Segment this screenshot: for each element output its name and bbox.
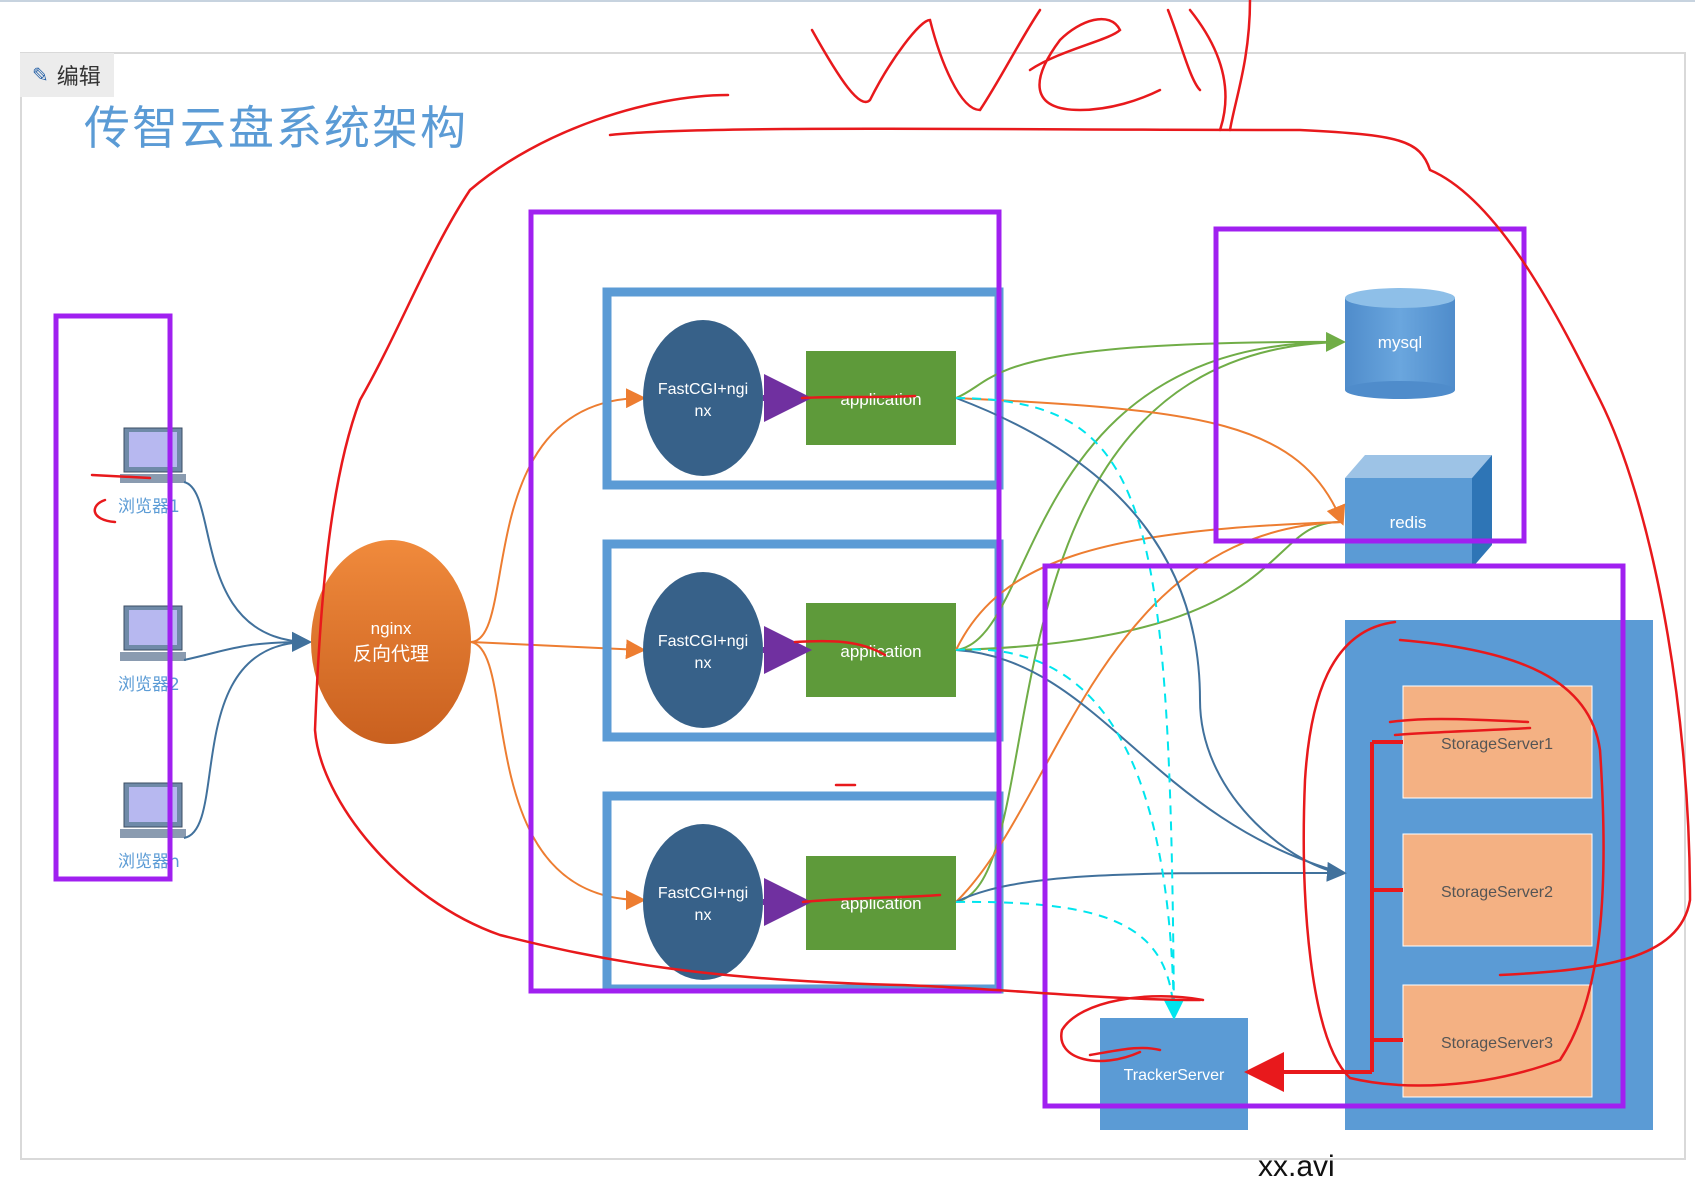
mysql-label: mysql [1378,333,1422,352]
tracker-label: TrackerServer [1124,1067,1225,1084]
tracker-node: TrackerServer [1100,1018,1248,1130]
storage-server-2-label: StorageServer2 [1441,884,1553,901]
purple-annotation-boxes [53,209,1626,1109]
diagram-title: 传智云盘系统架构 [84,101,468,155]
browser-label-1: 浏览器1 [118,497,180,517]
handwritten-filename: xx.avi [1258,1150,1335,1183]
browser-node-n: 浏览器n [118,782,186,872]
nginx-to-fastcgi-arrows [470,388,646,910]
app-to-backend-arrows [955,331,1347,1020]
storage-cluster: StorageServer1 StorageServer2 StorageSer… [1345,620,1653,1130]
redis-label: redis [1390,513,1427,532]
fastcgi-label-3a: FastCGI+ngi [658,885,748,902]
fastcgi-label-1b: nx [695,403,712,420]
storage-to-tracker-arrow [1244,740,1403,1092]
nginx-label: nginx [371,619,412,638]
storage-server-3-label: StorageServer3 [1441,1035,1553,1052]
app-row-1: FastCGI+ngi nx application [643,320,956,476]
fastcgi-label-2b: nx [695,655,712,672]
fastcgi-label-1a: FastCGI+ngi [658,381,748,398]
nginx-sublabel: 反向代理 [353,643,429,665]
pencil-icon: ✎ [32,63,49,87]
fastcgi-label-2a: FastCGI+ngi [658,633,748,650]
handwritten-web: web [1170,27,1172,29]
app-row-3: FastCGI+ngi nx application [643,824,956,980]
browser-label-2: 浏览器2 [118,675,180,695]
storage-server-1-label: StorageServer1 [1441,736,1553,753]
application-label-1: application [840,390,921,409]
browser-node-1: 浏览器1 [118,427,186,517]
edit-label: 编辑 [56,65,101,90]
browser-label-n: 浏览器n [118,852,180,872]
red-freehand-annotations [90,0,1692,1087]
browser-to-nginx-arrows [183,481,312,839]
window-top-border [0,0,1695,2]
mysql-node: mysql [1345,288,1455,399]
nginx-node: nginx 反向代理 [311,540,471,744]
app-row-2: FastCGI+ngi nx application [643,572,956,728]
redis-node: redis [1345,455,1492,568]
edit-button[interactable]: ✎ 编辑 [20,53,114,97]
fastcgi-label-3b: nx [695,907,712,924]
browser-node-2: 浏览器2 [118,605,186,695]
